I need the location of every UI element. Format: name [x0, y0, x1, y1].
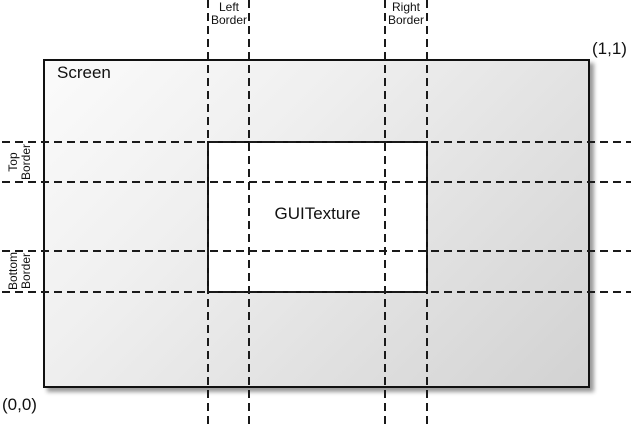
- left-border-label-line1: Left: [218, 0, 239, 14]
- right-border-outer-line: [426, 0, 428, 424]
- top-border-label-line1: Top: [6, 152, 20, 172]
- left-border-outer-line: [207, 0, 209, 424]
- bottom-border-outer-line: [2, 291, 631, 293]
- guitexture-label: GUITexture: [207, 141, 428, 286]
- top-border-label-line2: Border: [19, 143, 33, 181]
- guitexture-rect: [207, 141, 428, 293]
- bottom-border-label-line1: Bottom: [6, 251, 20, 291]
- left-border-inner-line: [248, 0, 250, 424]
- guitexture-label-text: GUITexture: [274, 203, 361, 223]
- right-border-inner-line: [384, 0, 386, 424]
- screen-label: Screen: [57, 63, 111, 82]
- top-border-inner-line: [2, 181, 631, 183]
- coordinate-origin: (0,0): [2, 395, 37, 414]
- bottom-border-inner-line: [2, 250, 631, 252]
- top-border-outer-line: [2, 141, 631, 143]
- bottom-border-label-line2: Border: [19, 252, 33, 290]
- left-border-label-line2: Border: [210, 13, 248, 27]
- right-border-label-line2: Border: [387, 13, 425, 27]
- right-border-label-line1: Right: [391, 0, 420, 14]
- coordinate-top-right: (1,1): [592, 39, 627, 58]
